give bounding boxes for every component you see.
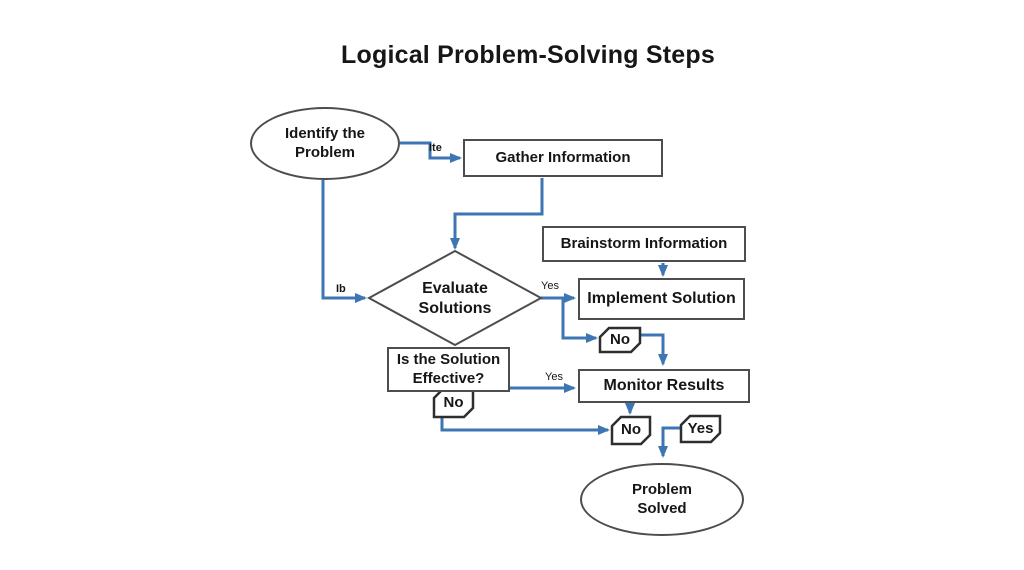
badge-yes-after-monitor: Yes — [687, 419, 714, 437]
edge-label-yes-evaluate: Yes — [541, 280, 559, 292]
node-brainstorm-information: Brainstorm Information — [542, 226, 746, 262]
edge-label-ite: Ite — [429, 142, 442, 154]
node-identify-the-problem: Identify the Problem — [250, 107, 400, 180]
node-gather-information: Gather Information — [463, 139, 663, 177]
evaluate-solutions-diamond-shape — [366, 249, 544, 347]
edge-label-ib: Ib — [336, 283, 346, 295]
badge-no-after-monitor: No — [621, 421, 641, 439]
edge-effective-no-to-no-badge — [440, 417, 610, 435]
edge-evaluate-branch-to-no-badge — [561, 298, 598, 343]
edge-yes-badge-to-solved — [658, 426, 681, 458]
node-implement-solution: Implement Solution — [578, 278, 745, 320]
badge-no-after-implement: No — [610, 330, 630, 348]
no-badge-after-implement-shape — [598, 326, 642, 354]
diagram-title: Logical Problem-Solving Steps — [341, 41, 715, 69]
edge-label-yes-effective: Yes — [545, 371, 563, 383]
node-evaluate-solutions: Evaluate Solutions — [418, 280, 492, 317]
node-monitor-results: Monitor Results — [578, 369, 750, 403]
edge-identify-to-evaluate — [321, 180, 367, 303]
edge-no-badge-to-monitor — [640, 333, 668, 366]
no-badge-after-monitor-shape — [610, 415, 652, 446]
yes-badge-after-monitor-shape — [679, 414, 722, 444]
node-problem-solved: Problem Solved — [580, 463, 744, 536]
node-is-the-solution-effective: Is the Solution Effective? — [387, 347, 510, 392]
badge-no-after-effective: No — [443, 393, 464, 411]
edge-gather-to-evaluate — [450, 178, 544, 250]
edge-identify-to-gather — [400, 141, 462, 163]
